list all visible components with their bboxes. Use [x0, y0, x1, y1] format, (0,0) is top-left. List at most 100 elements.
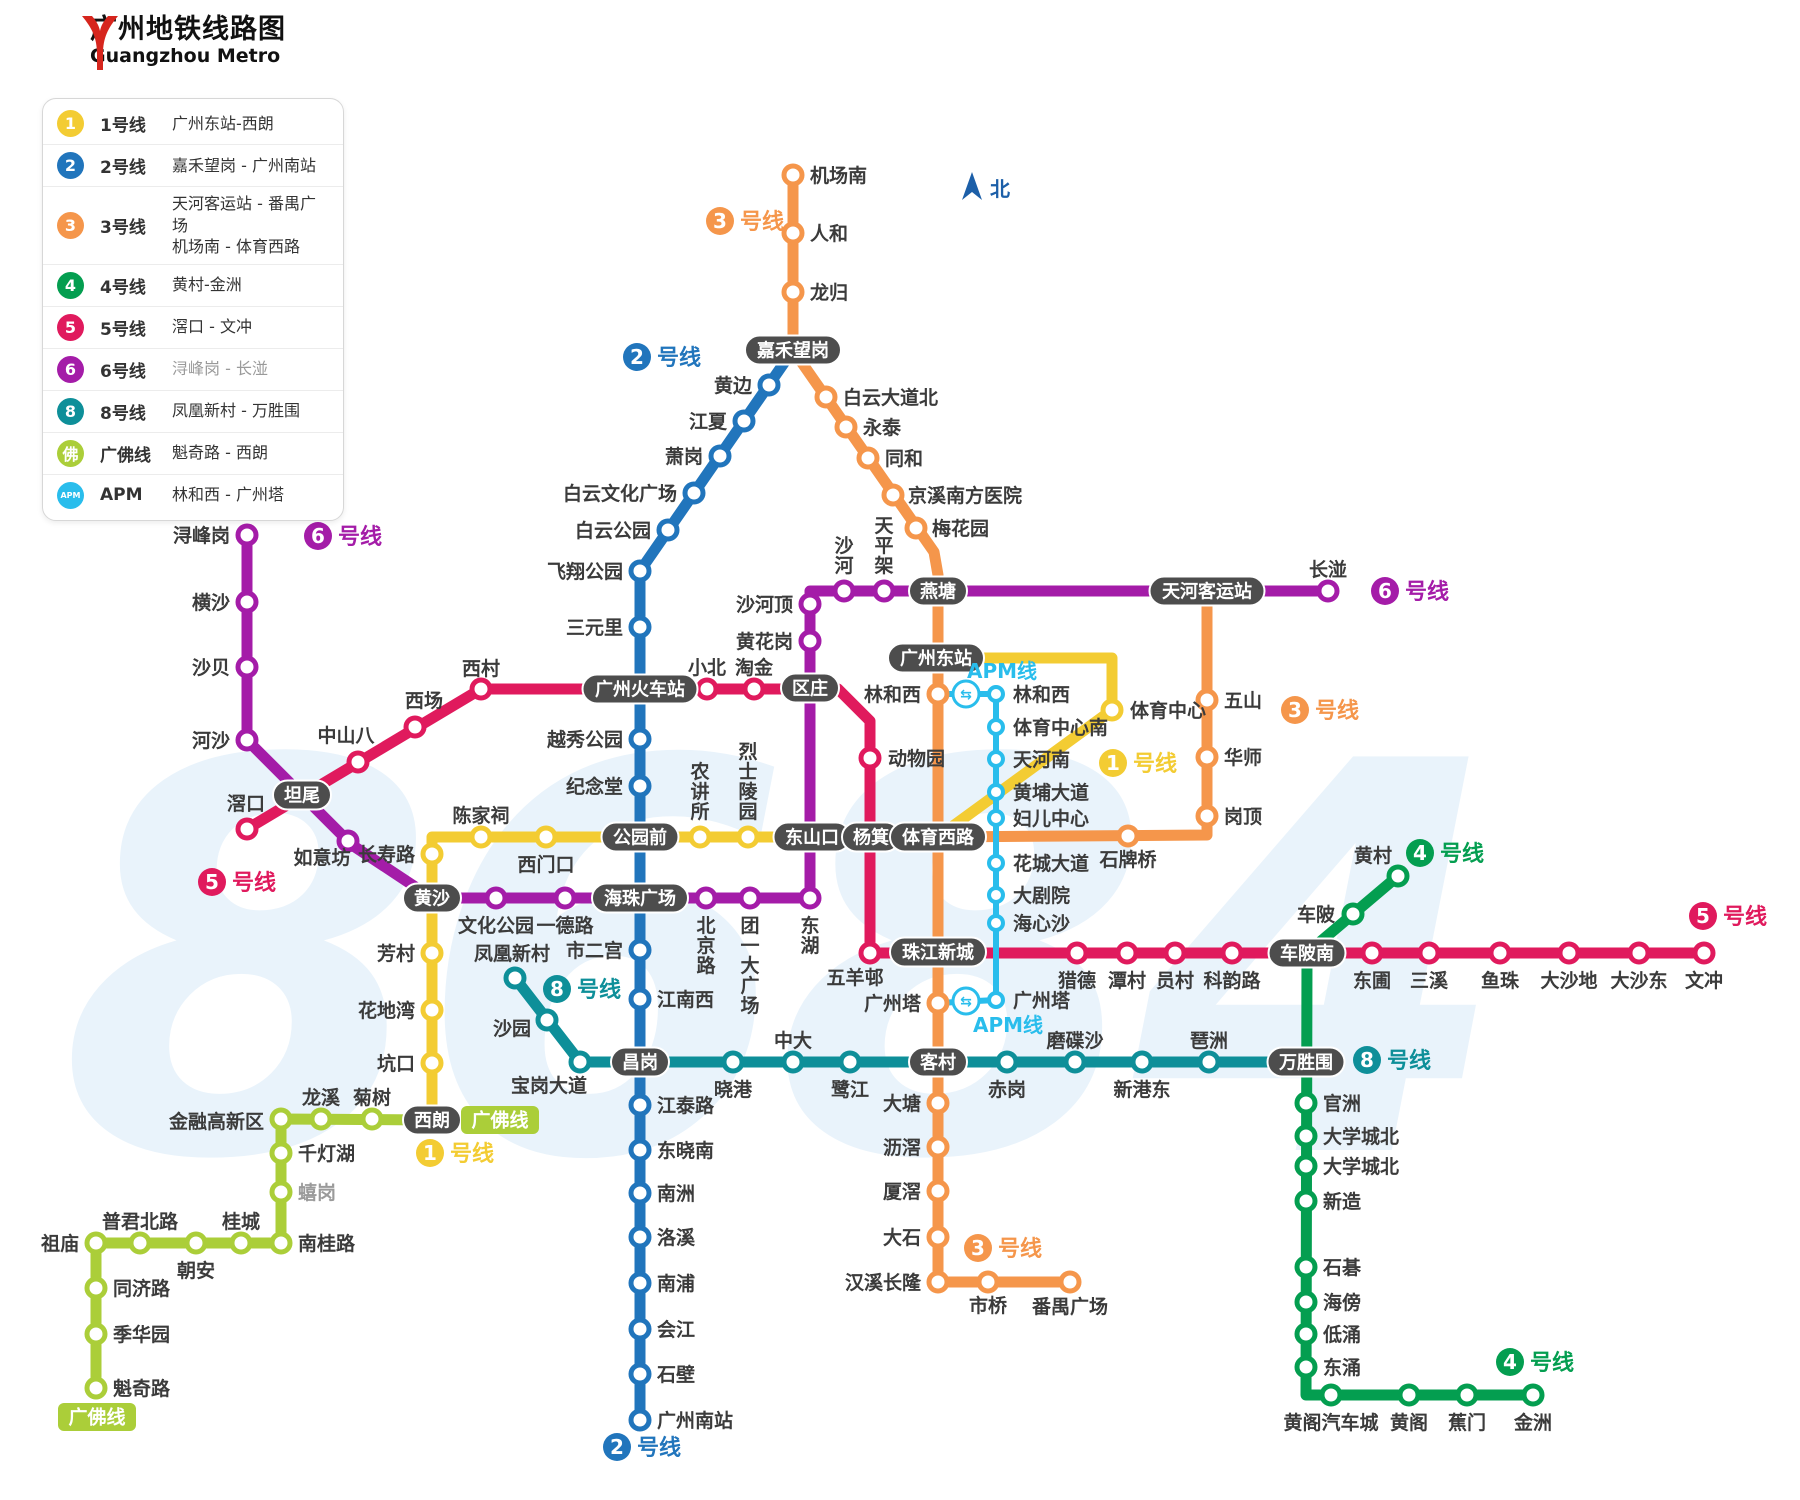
line-3b-path [932, 585, 1213, 843]
station-label-祖庙: 祖庙 [40, 1232, 79, 1255]
station-label-桂城: 桂城 [221, 1210, 260, 1233]
station-河沙 [235, 728, 259, 752]
station-蕉门 [1455, 1383, 1479, 1407]
station-label-岗顶: 岗顶 [1224, 806, 1262, 828]
station-label-龙溪: 龙溪 [302, 1086, 341, 1109]
legend-line-desc: 嘉禾望岗 - 广州南站 [172, 155, 316, 175]
station-label-黄村: 黄村 [1354, 844, 1392, 867]
station-大剧院 [987, 886, 1005, 904]
station-白云大道北 [814, 385, 838, 409]
station-南桂路 [269, 1231, 293, 1255]
station-车陂南: 车陂南 [1267, 937, 1347, 969]
station-员村 [1163, 941, 1187, 965]
svg-text:1: 1 [1106, 751, 1120, 775]
station-label-梅花园: 梅花园 [932, 517, 989, 540]
station-label-千灯湖: 千灯湖 [298, 1143, 355, 1165]
station-label-蟢岗: 蟢岗 [298, 1181, 336, 1204]
legend-line-badge: 佛 [57, 439, 84, 467]
station-label-林和西: 林和西 [864, 683, 921, 706]
legend-line-badge: 2 [57, 152, 84, 179]
station-label-农讲所: 农讲所 [689, 760, 709, 823]
line-badge-2: 2 号线 [623, 343, 701, 371]
station-label-蕉门: 蕉门 [1448, 1411, 1486, 1434]
station-石壁 [628, 1362, 652, 1386]
station-沙贝 [235, 655, 259, 679]
station-江泰路 [628, 1093, 652, 1117]
svg-text:广州火车站: 广州火车站 [595, 679, 685, 701]
station-黄阁汽车城 [1319, 1383, 1343, 1407]
svg-text:黄沙: 黄沙 [414, 888, 450, 910]
station-label-中大: 中大 [774, 1029, 812, 1052]
station-label-沙河: 沙河 [834, 535, 853, 577]
station-黄村 [1386, 864, 1410, 888]
station-label-河沙: 河沙 [192, 730, 230, 752]
station-label-江夏: 江夏 [689, 411, 728, 433]
station-妇儿中心 [987, 809, 1005, 827]
station-label-华师: 华师 [1224, 746, 1262, 769]
station-同济路 [84, 1276, 108, 1300]
svg-text:⇆: ⇆ [960, 687, 972, 703]
station-林和西 [926, 682, 950, 706]
station-白云文化广场 [682, 481, 706, 505]
line-3-path [787, 169, 1076, 1288]
station-label-小北: 小北 [688, 657, 726, 679]
station-文化公园 [484, 886, 508, 910]
svg-text:8: 8 [1360, 1048, 1374, 1072]
station-珠江新城: 珠江新城 [889, 936, 987, 968]
station-label-新造: 新造 [1323, 1190, 1362, 1213]
station-label-同和: 同和 [885, 447, 923, 470]
station-东湖 [798, 886, 822, 910]
station-label-团一大广场: 团一大广场 [740, 915, 759, 1017]
station-金洲 [1521, 1383, 1545, 1407]
legend-line-desc: 滘口 - 文冲 [172, 317, 252, 337]
station-中大 [781, 1050, 805, 1074]
station-长湴 [1316, 579, 1340, 603]
station-label-芳村: 芳村 [377, 942, 415, 965]
page-subtitle: Guangzhou Metro [90, 45, 281, 68]
station-大学城北 [1294, 1154, 1318, 1178]
station-花城大道 [987, 854, 1005, 872]
station-团一大广场 [738, 886, 762, 910]
svg-text:2: 2 [630, 345, 644, 369]
station-label-白云公园: 白云公园 [575, 519, 651, 542]
svg-text:号线: 号线 [577, 977, 621, 1003]
legend-line-desc: 林和西 - 广州塔 [172, 485, 284, 505]
station-普君北路 [128, 1231, 152, 1255]
station-中山八 [346, 750, 370, 774]
station-黄埔大道 [987, 783, 1005, 801]
station-新港东 [1130, 1050, 1154, 1074]
station-label-鹭江: 鹭江 [831, 1078, 869, 1101]
station-label-琶洲: 琶洲 [1190, 1030, 1228, 1052]
station-label-沙园: 沙园 [493, 1018, 531, 1040]
station-label-低涌: 低涌 [1322, 1323, 1361, 1346]
station-label-潭村: 潭村 [1108, 969, 1146, 992]
station-大沙地 [1557, 941, 1581, 965]
station-label-沙河顶: 沙河顶 [736, 594, 793, 616]
svg-text:⇆: ⇆ [960, 994, 972, 1010]
svg-text:号线: 号线 [338, 524, 382, 550]
station-label-宝岗大道: 宝岗大道 [511, 1074, 587, 1097]
svg-text:号线: 号线 [657, 345, 701, 371]
station-大沙东 [1627, 941, 1651, 965]
station-石牌桥 [1116, 824, 1140, 848]
station-烈士陵园 [736, 825, 760, 849]
station-人和 [781, 221, 805, 245]
station-天河客运站: 天河客运站 [1148, 575, 1266, 607]
station-label-人和: 人和 [810, 222, 848, 245]
station-label-凤凰新村: 凤凰新村 [474, 942, 550, 965]
legend-line-desc: 天河客运站 - 番禺广场机场南 - 体育西路 [172, 194, 316, 257]
station-淘金 [742, 677, 766, 701]
svg-text:1: 1 [423, 1141, 437, 1165]
line-name-pill: 广佛线 [58, 1403, 136, 1431]
